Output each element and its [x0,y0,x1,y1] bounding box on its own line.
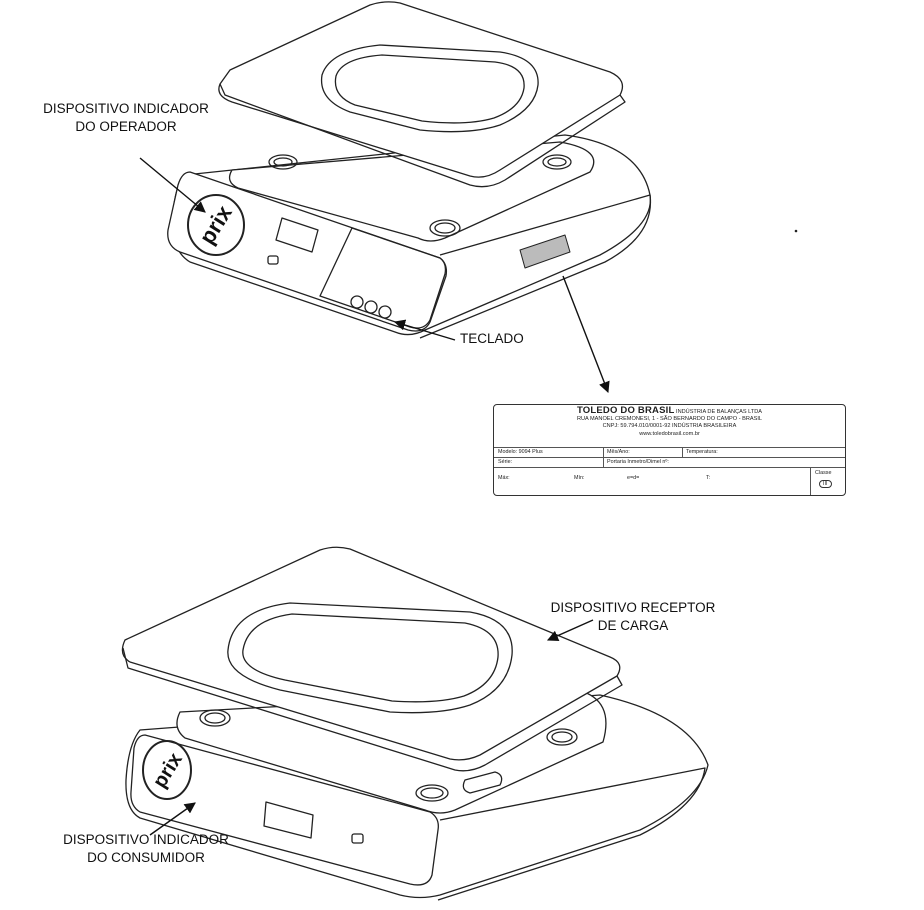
foot-icon [415,784,449,802]
nameplate-address: RUA MANOEL CREMONESI, 1 - SÃO BERNARDO D… [576,416,763,423]
nameplate-class: Classe [815,470,832,476]
foot-icon [420,787,444,799]
nameplate-arrow [562,275,610,394]
top-platter [218,1,624,178]
foot-icon [268,154,298,170]
bottom-scale-base-side [437,767,706,901]
foot-icon [551,731,573,743]
top-platter-edge [219,83,626,188]
foot-icon [542,154,572,170]
nameplate-class-symbol: III [819,480,832,488]
bottom-scale-drawing: prix [121,546,709,901]
nameplate-company: INDÚSTRIA DE BALANÇAS LTDA [676,409,763,415]
nameplate-max: Máx: [498,475,510,481]
top-scale-drawing: prix [167,1,652,339]
top-platter-recess-inner [334,54,525,124]
side-label-patch [519,234,571,269]
nameplate-e-d: e=d= [627,475,640,481]
foot-icon [546,728,578,746]
operator-display-label-line2: DO OPERADOR [75,119,177,134]
prix-logo-icon [187,194,245,256]
key-button-icon [364,300,378,314]
load-receptor-leader-line [546,619,594,642]
consumer-display-label: DISPOSITIVO INDICADOR DO CONSUMIDOR [58,831,234,867]
key-button-icon [378,305,392,319]
top-platter-recess [320,44,539,133]
foot-icon [273,157,293,167]
prix-logo-icon [142,740,192,800]
consumer-display-arrow [149,802,196,836]
top-scale-base-side [419,194,652,339]
nameplate-header: TOLEDO DO BRASIL INDÚSTRIA DE BALANÇAS L… [494,405,845,438]
nameplate-row-serial: Série: Portaria Inmetro/Dimel nº: [494,457,845,467]
nameplate-month-year: Mês/Ano: [607,449,630,455]
operator-front-panel [167,171,448,332]
nameplate-serial: Série: [498,459,513,465]
side-connector-icon [462,771,503,794]
scale-symbol-icon [351,833,364,844]
load-receptor-label: DISPOSITIVO RECEPTOR DE CARGA [550,599,716,635]
nameplate-ordinance: Portaria Inmetro/Dimel nº: [607,459,669,465]
consumer-display-label-line2: DO CONSUMIDOR [87,850,205,865]
operator-display-label-line1: DISPOSITIVO INDICADOR [43,101,209,116]
operator-display-arrow [139,157,206,213]
foot-icon [547,157,567,167]
nameplate-brand: TOLEDO DO BRASIL [576,405,675,416]
operator-display-window [275,217,319,253]
nameplate-temperature: Temperatura: [686,449,718,455]
nameplate-brand-line: TOLEDO DO BRASIL INDÚSTRIA DE BALANÇAS L… [494,405,845,416]
nameplate-model: Modelo: 9094 Plus [498,449,543,455]
consumer-display-window [263,801,314,839]
nameplate-row-model: Modelo: 9094 Plus Mês/Ano: Temperatura: [494,447,845,457]
foot-icon [434,222,456,234]
scale-symbol-icon [267,255,279,265]
foot-icon [429,219,461,237]
stray-dot [794,229,798,233]
nameplate-min: Mín: [574,475,585,481]
keypad-leader-line [393,319,456,341]
key-button-icon [350,295,364,309]
keypad-label-text: TECLADO [460,331,524,346]
consumer-front-panel [130,734,439,886]
load-receptor-label-line1: DISPOSITIVO RECEPTOR [550,600,716,615]
foot-icon [204,712,226,724]
bottom-platter-recess [227,602,513,714]
nameplate: TOLEDO DO BRASIL INDÚSTRIA DE BALANÇAS L… [493,404,846,496]
foot-icon [199,709,231,727]
leader-arrows [139,157,610,836]
nameplate-cnpj: CNPJ: 59.794.010/0001-92 INDÚSTRIA BRASI… [602,423,737,430]
nameplate-row-limits: Máx: Mín: e=d= T: Classe III [494,467,845,495]
bottom-platter-recess-inner [242,613,499,703]
keypad-label: TECLADO [460,330,524,348]
consumer-display-label-line1: DISPOSITIVO INDICADOR [63,832,229,847]
nameplate-t: T: [706,475,711,481]
operator-display-label: DISPOSITIVO INDICADOR DO OPERADOR [38,100,214,136]
nameplate-website: www.toledobrasil.com.br [639,430,700,437]
load-receptor-label-line2: DE CARGA [597,618,669,633]
bottom-platter-edge [122,647,623,772]
